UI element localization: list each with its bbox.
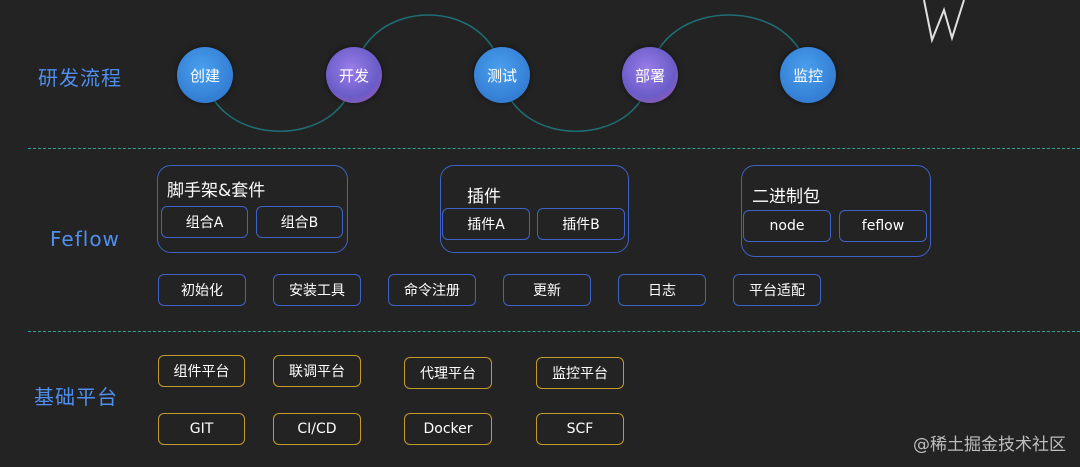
process-node-deploy: 部署 (622, 47, 678, 103)
watermark: @稀土掘金技术社区 (913, 435, 1066, 455)
scaffold-item-a: 组合A (161, 206, 248, 238)
platform-scf: SCF (536, 413, 624, 445)
plugin-item-a: 插件A (442, 208, 530, 240)
feature-install-tools: 安装工具 (273, 274, 361, 306)
group-plugin (440, 165, 629, 253)
process-node-develop: 开发 (326, 47, 382, 103)
scaffold-item-b: 组合B (256, 206, 343, 238)
plugin-item-b: 插件B (537, 208, 625, 240)
feature-update: 更新 (503, 274, 591, 306)
platform-monitor: 监控平台 (536, 357, 624, 389)
group-scaffold (157, 165, 348, 253)
group-binary-title: 二进制包 (752, 187, 820, 207)
section-label-platform: 基础平台 (34, 385, 118, 409)
binary-item-feflow: feflow (839, 210, 927, 242)
process-node-create: 创建 (177, 47, 233, 103)
section-label-feflow: Feflow (50, 227, 120, 251)
divider-top (28, 148, 1080, 149)
divider-bottom (28, 331, 1080, 332)
feature-log: 日志 (618, 274, 706, 306)
platform-git: GIT (158, 413, 245, 445)
group-scaffold-title: 脚手架&套件 (167, 181, 266, 201)
section-label-process: 研发流程 (38, 66, 122, 90)
process-node-monitor: 监控 (780, 47, 836, 103)
platform-proxy: 代理平台 (404, 357, 492, 389)
feature-init: 初始化 (158, 274, 246, 306)
platform-cicd: CI/CD (273, 413, 361, 445)
group-binary (741, 165, 931, 257)
group-plugin-title: 插件 (467, 187, 501, 207)
platform-component: 组件平台 (158, 355, 245, 387)
process-node-test: 测试 (474, 47, 530, 103)
logo-mark-icon (923, 0, 965, 44)
feature-command-register: 命令注册 (388, 274, 476, 306)
binary-item-node: node (743, 210, 831, 242)
feature-platform-adapt: 平台适配 (733, 274, 821, 306)
process-flow-connectors (204, 14, 809, 132)
platform-integration: 联调平台 (273, 355, 361, 387)
platform-docker: Docker (404, 413, 492, 445)
